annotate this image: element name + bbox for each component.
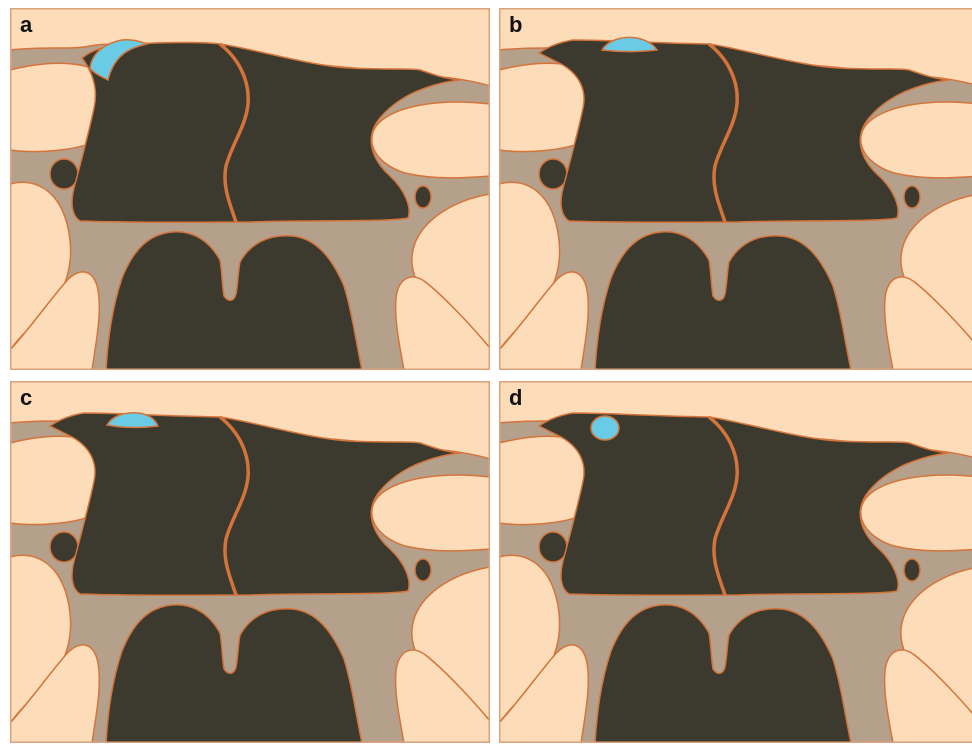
highlight-region <box>591 416 619 440</box>
panel-label: a <box>20 12 32 38</box>
left-vessel <box>539 159 567 189</box>
right-vessel <box>904 186 920 208</box>
panel-diagram <box>10 8 490 370</box>
left-vessel <box>539 532 567 562</box>
panel-b: b <box>499 8 972 370</box>
panel-diagram <box>499 381 972 743</box>
panel-diagram <box>499 8 972 370</box>
panel-d: d <box>499 381 972 743</box>
panel-label: c <box>20 385 32 411</box>
panel-label: b <box>509 12 522 38</box>
right-vessel <box>904 559 920 581</box>
left-vessel <box>50 159 78 189</box>
left-vessel <box>50 532 78 562</box>
right-vessel <box>415 186 431 208</box>
panel-diagram <box>10 381 490 743</box>
panel-a: a <box>10 8 490 370</box>
right-vessel <box>415 559 431 581</box>
panel-label: d <box>509 385 522 411</box>
panel-c: c <box>10 381 490 743</box>
